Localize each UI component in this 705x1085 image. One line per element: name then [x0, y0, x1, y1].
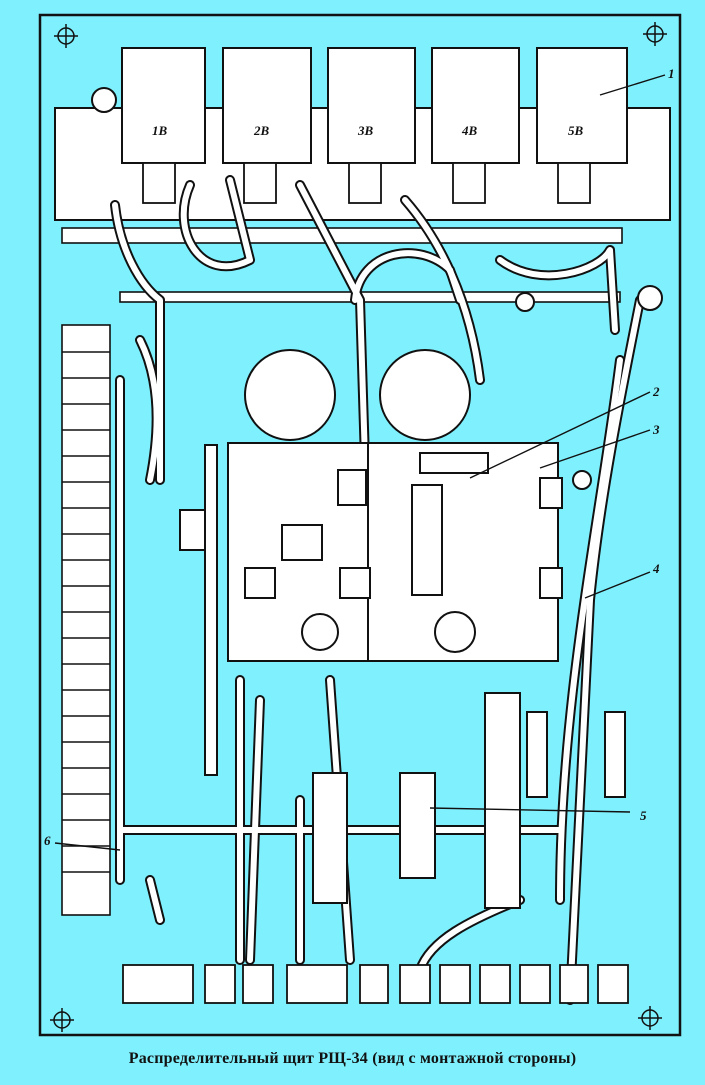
unit-connectors — [142, 162, 591, 204]
lower-components — [179, 444, 626, 909]
unit-4v — [431, 47, 520, 164]
unit-3v — [327, 47, 416, 164]
block-labels: 1В 2В 3В 4В 5В — [152, 123, 584, 138]
upper-units — [121, 47, 628, 164]
block-label-2v: 2В — [253, 123, 270, 138]
callout-1: 1 — [668, 66, 675, 81]
central-relay-panel — [227, 442, 563, 662]
callout-3: 3 — [652, 422, 660, 437]
bottom-terminals — [122, 964, 629, 1004]
mounting-holes — [50, 22, 667, 1032]
block-label-3v: 3В — [357, 123, 374, 138]
callout-2: 2 — [652, 384, 660, 399]
callout-labels: 1 2 3 4 5 6 — [44, 66, 675, 848]
block-label-4v: 4В — [461, 123, 478, 138]
unit-1v — [121, 47, 206, 164]
callout-5: 5 — [640, 808, 647, 823]
unit-2v — [222, 47, 312, 164]
panel-frame — [38, 13, 682, 1037]
left-terminal-strip — [61, 324, 111, 916]
block-label-5v: 5В — [568, 123, 584, 138]
round-components — [91, 87, 663, 490]
callout-leaders — [54, 74, 666, 851]
unit-5v — [536, 47, 628, 164]
callout-4: 4 — [652, 561, 660, 576]
callout-6: 6 — [44, 833, 51, 848]
diagram-caption: Распределительный щит РЩ-34 (вид с монта… — [128, 1050, 577, 1067]
block-label-1v: 1В — [152, 123, 168, 138]
wire-rails — [61, 227, 623, 303]
